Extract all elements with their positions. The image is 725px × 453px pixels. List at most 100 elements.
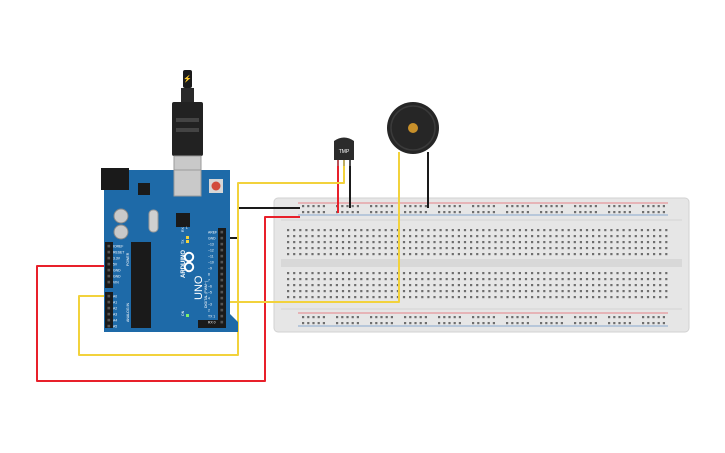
breadboard-hole[interactable] (610, 253, 613, 256)
breadboard-hole[interactable] (573, 296, 576, 299)
breadboard-hole[interactable] (623, 322, 626, 325)
breadboard-hole[interactable] (604, 278, 607, 281)
breadboard-hole[interactable] (414, 316, 417, 319)
breadboard-hole[interactable] (404, 316, 407, 319)
breadboard-hole[interactable] (375, 205, 378, 208)
breadboard-hole[interactable] (470, 247, 473, 250)
breadboard-hole[interactable] (634, 278, 637, 281)
breadboard-hole[interactable] (640, 241, 643, 244)
header-pin[interactable] (220, 230, 224, 234)
breadboard-hole[interactable] (463, 272, 467, 275)
breadboard-hole[interactable] (521, 205, 524, 208)
breadboard-hole[interactable] (512, 290, 515, 293)
breadboard-hole[interactable] (443, 322, 446, 325)
breadboard-hole[interactable] (561, 296, 564, 299)
breadboard-hole[interactable] (360, 290, 363, 293)
breadboard-hole[interactable] (476, 229, 479, 232)
breadboard-hole[interactable] (549, 296, 552, 299)
breadboard-hole[interactable] (604, 247, 607, 250)
header-pin[interactable] (220, 254, 224, 258)
breadboard-hole[interactable] (665, 235, 668, 238)
breadboard-hole[interactable] (500, 235, 503, 238)
breadboard-hole[interactable] (492, 211, 495, 214)
breadboard-hole[interactable] (439, 229, 442, 232)
breadboard-hole[interactable] (419, 322, 422, 325)
breadboard-hole[interactable] (372, 229, 375, 232)
breadboard-hole[interactable] (494, 253, 497, 256)
breadboard-hole[interactable] (634, 290, 637, 293)
breadboard-hole[interactable] (592, 296, 595, 299)
breadboard-hole[interactable] (439, 278, 442, 281)
breadboard-hole[interactable] (476, 278, 479, 281)
breadboard-hole[interactable] (613, 205, 616, 208)
breadboard-hole[interactable] (579, 284, 582, 287)
breadboard-hole[interactable] (341, 284, 345, 287)
breadboard-hole[interactable] (482, 235, 485, 238)
breadboard-hole[interactable] (322, 316, 325, 319)
breadboard-hole[interactable] (618, 316, 621, 319)
breadboard-hole[interactable] (616, 290, 619, 293)
breadboard-hole[interactable] (402, 284, 406, 287)
breadboard-hole[interactable] (598, 272, 601, 275)
breadboard-hole[interactable] (653, 284, 656, 287)
breadboard-hole[interactable] (366, 296, 369, 299)
breadboard-hole[interactable] (598, 229, 601, 232)
breadboard-hole[interactable] (543, 284, 546, 287)
breadboard-hole[interactable] (329, 247, 332, 250)
breadboard-hole[interactable] (463, 235, 467, 238)
breadboard-hole[interactable] (402, 290, 406, 293)
breadboard-hole[interactable] (445, 229, 448, 232)
breadboard-hole[interactable] (573, 247, 576, 250)
breadboard-hole[interactable] (463, 247, 467, 250)
breadboard-hole[interactable] (518, 278, 521, 281)
breadboard-hole[interactable] (589, 211, 592, 214)
breadboard-hole[interactable] (652, 322, 655, 325)
breadboard-hole[interactable] (427, 235, 430, 238)
breadboard-hole[interactable] (610, 290, 613, 293)
breadboard-hole[interactable] (659, 247, 662, 250)
breadboard-hole[interactable] (370, 316, 373, 319)
breadboard-hole[interactable] (390, 211, 393, 214)
breadboard-hole[interactable] (341, 278, 345, 281)
breadboard-hole[interactable] (457, 290, 460, 293)
breadboard-hole[interactable] (526, 205, 529, 208)
breadboard-hole[interactable] (372, 235, 375, 238)
breadboard-hole[interactable] (293, 241, 296, 244)
breadboard-hole[interactable] (540, 316, 543, 319)
breadboard-hole[interactable] (518, 290, 521, 293)
breadboard-hole[interactable] (402, 278, 406, 281)
breadboard-hole[interactable] (616, 284, 619, 287)
breadboard-hole[interactable] (482, 290, 485, 293)
breadboard-hole[interactable] (439, 241, 442, 244)
breadboard-hole[interactable] (372, 290, 375, 293)
breadboard-hole[interactable] (424, 322, 427, 325)
breadboard-hole[interactable] (574, 316, 577, 319)
breadboard-hole[interactable] (360, 253, 363, 256)
breadboard-hole[interactable] (445, 253, 448, 256)
breadboard-hole[interactable] (653, 229, 656, 232)
header-pin[interactable] (220, 314, 224, 318)
breadboard-hole[interactable] (592, 290, 595, 293)
breadboard-hole[interactable] (438, 205, 441, 208)
breadboard-hole[interactable] (402, 253, 406, 256)
breadboard-hole[interactable] (506, 205, 509, 208)
breadboard-hole[interactable] (390, 241, 393, 244)
breadboard-hole[interactable] (451, 229, 454, 232)
breadboard-hole[interactable] (427, 278, 430, 281)
breadboard-hole[interactable] (537, 247, 540, 250)
breadboard-hole[interactable] (404, 211, 407, 214)
breadboard-hole[interactable] (385, 322, 388, 325)
breadboard-hole[interactable] (512, 247, 515, 250)
header-pin[interactable] (107, 312, 111, 316)
breadboard-hole[interactable] (613, 316, 616, 319)
breadboard-hole[interactable] (555, 253, 558, 256)
breadboard-hole[interactable] (628, 316, 631, 319)
breadboard-hole[interactable] (463, 241, 467, 244)
breadboard-hole[interactable] (445, 290, 448, 293)
header-pin[interactable] (107, 256, 111, 260)
breadboard-hole[interactable] (463, 284, 467, 287)
breadboard-hole[interactable] (311, 247, 314, 250)
breadboard-hole[interactable] (384, 290, 387, 293)
breadboard-hole[interactable] (415, 290, 418, 293)
breadboard-hole[interactable] (287, 278, 290, 281)
